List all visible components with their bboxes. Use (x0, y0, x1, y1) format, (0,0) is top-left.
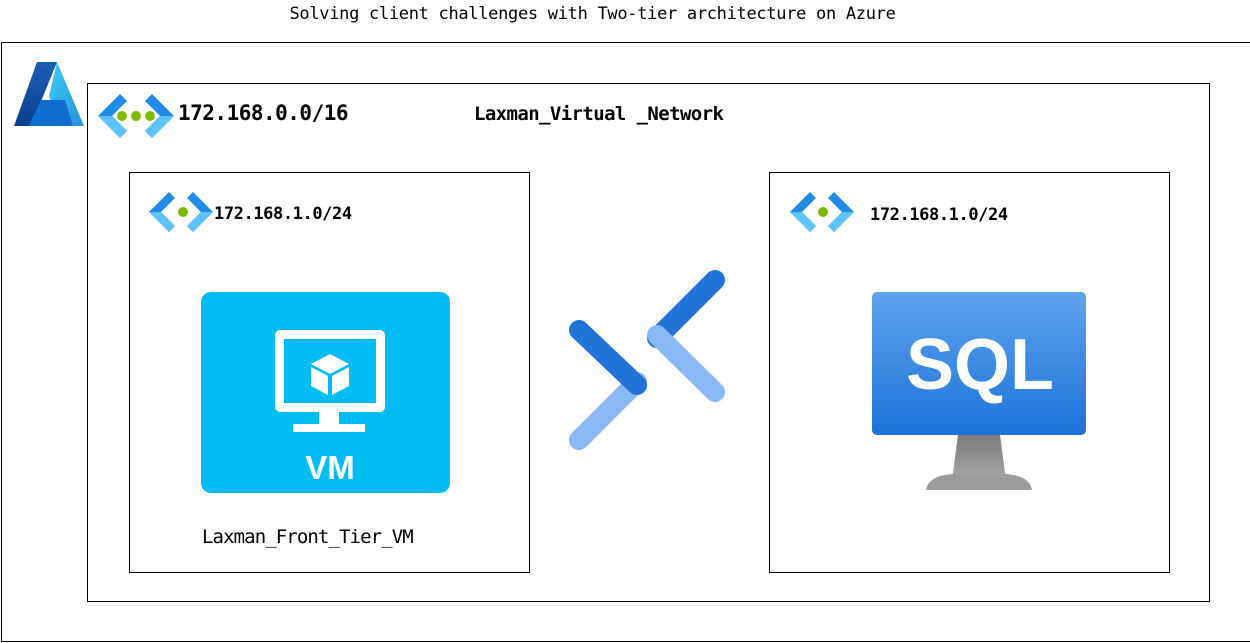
back-subnet-cidr: 172.168.1.0/24 (870, 205, 1008, 225)
sql-server-icon: SQL (872, 292, 1086, 490)
azure-logo-icon (14, 62, 84, 126)
diagram-title: Solving client challenges with Two-tier … (289, 4, 896, 24)
vm-icon-label: VM (305, 449, 355, 486)
virtual-machine-icon: VM (201, 292, 450, 493)
virtual-network-icon (98, 94, 174, 138)
front-subnet-cidr: 172.168.1.0/24 (214, 204, 352, 224)
vnet-name: Laxman_Virtual _Network (474, 103, 724, 125)
subnet-icon (790, 192, 854, 232)
sql-icon-label: SQL (906, 325, 1054, 405)
vm-name: Laxman_Front_Tier_VM (202, 526, 414, 548)
vnet-cidr: 172.168.0.0/16 (178, 101, 349, 125)
subnet-icon (149, 192, 213, 232)
vnet-peering-icon (569, 270, 725, 450)
